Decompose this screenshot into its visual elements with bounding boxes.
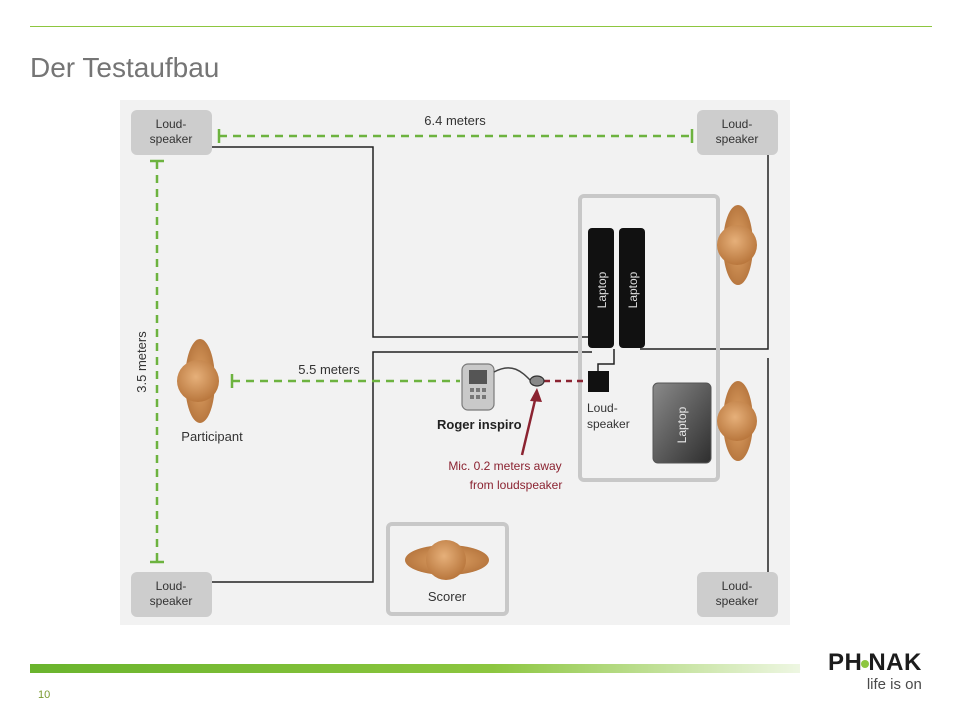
svg-text:Laptop: Laptop (675, 406, 689, 443)
loudspeaker-bottom-right: Loud- speaker (697, 572, 778, 617)
device-label: Roger inspiro (437, 417, 522, 432)
participant-head-icon (177, 339, 219, 423)
laptop-table (578, 194, 720, 482)
room-area (120, 100, 790, 625)
svg-text:Loud-: Loud- (156, 579, 187, 593)
footer-gradient-bar (30, 664, 800, 673)
svg-text:Loud-: Loud- (156, 117, 187, 131)
test-loudspeaker-label-1: Loud- (587, 401, 618, 415)
mic-note-arrowhead (530, 388, 542, 402)
logo-dot-icon (861, 659, 870, 668)
person-right-bottom-head-icon (717, 381, 757, 461)
page-number: 10 (38, 689, 51, 701)
cables (211, 146, 769, 583)
test-loudspeaker (588, 371, 609, 392)
scorer-head-icon (405, 540, 489, 580)
svg-text:Loud-: Loud- (722, 117, 753, 131)
svg-text:speaker: speaker (150, 594, 193, 608)
dimension-lines (150, 129, 694, 564)
svg-text:speaker: speaker (150, 132, 193, 146)
participant-label: Participant (181, 429, 243, 444)
mic-note-line-1: Mic. 0.2 meters away (448, 459, 561, 473)
svg-text:Laptop: Laptop (626, 271, 640, 308)
dimension-label-distance: 5.5 meters (298, 362, 360, 377)
mic-note-arrow (520, 395, 538, 456)
laptop-left: Laptop (588, 228, 614, 348)
svg-text:speaker: speaker (716, 132, 759, 146)
dimension-label-width: 6.4 meters (424, 113, 486, 128)
person-right-top-head-icon (717, 205, 757, 285)
loudspeaker-top-right: Loud- speaker (697, 110, 778, 155)
top-rule (30, 26, 932, 27)
scorer-table (386, 522, 509, 616)
dimension-label-height: 3.5 meters (134, 331, 149, 393)
loudspeaker-top-left: Loud- speaker (131, 110, 212, 155)
page-title: Der Testaufbau (30, 52, 220, 83)
loudspeaker-bottom-left: Loud- speaker (131, 572, 212, 617)
roger-inspiro-device (461, 363, 531, 411)
test-loudspeaker-label-2: speaker (587, 417, 630, 431)
laptop-center: Laptop (619, 228, 645, 348)
svg-text:speaker: speaker (716, 594, 759, 608)
svg-text:Laptop: Laptop (595, 271, 609, 308)
microphone-icon (529, 375, 545, 387)
svg-text:Loud-: Loud- (722, 579, 753, 593)
laptop-open: Laptop (652, 382, 712, 464)
logo-tagline: life is on (866, 676, 922, 693)
mic-note-line-2: from loudspeaker (470, 478, 563, 492)
scorer-label: Scorer (428, 589, 467, 604)
